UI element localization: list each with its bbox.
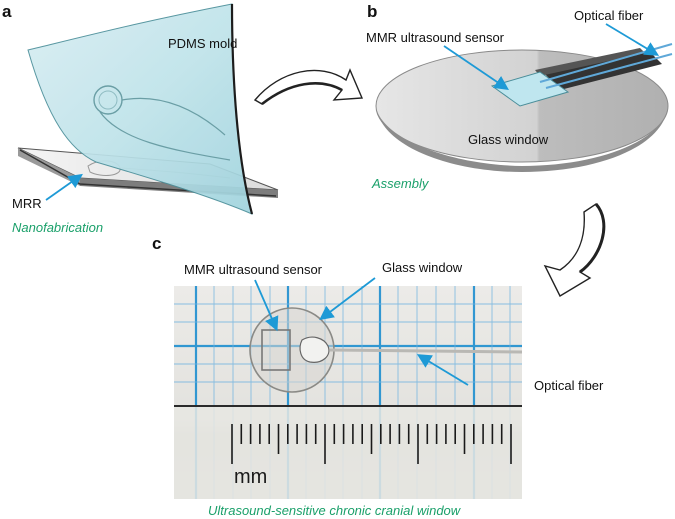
- label-mrr: MRR: [12, 196, 42, 211]
- panel-letter-a: a: [2, 2, 12, 21]
- ruler-unit-label: mm: [234, 466, 268, 488]
- label-mmr-sensor-c: MMR ultrasound sensor: [184, 262, 322, 277]
- panel-letter-b: b: [367, 2, 378, 21]
- label-optical-fiber-b: Optical fiber: [574, 8, 644, 23]
- label-glass-window-b: Glass window: [468, 132, 549, 147]
- pointer-sensor-c: [254, 279, 279, 332]
- panel-b-illustration: [375, 43, 673, 172]
- label-glass-window-c: Glass window: [382, 260, 463, 275]
- mmr-sensor-chip: [490, 71, 570, 107]
- pointer-sensor-b: [443, 45, 509, 91]
- panel-c-photo: [174, 286, 523, 499]
- process-arrow-b-to-c: [543, 203, 606, 297]
- pointer-fiber-c: [416, 354, 469, 386]
- panel-a-illustration: [17, 3, 279, 215]
- label-optical-fiber-c: Optical fiber: [534, 378, 604, 393]
- caption-nanofabrication: Nanofabrication: [12, 220, 104, 235]
- caption-cranial-window: Ultrasound-sensitive chronic cranial win…: [208, 503, 461, 518]
- panel-letter-c: c: [152, 234, 162, 253]
- pointer-mrr-a: [45, 173, 83, 201]
- process-arrow-a-to-b: [253, 68, 364, 106]
- label-mmr-sensor-b: MMR ultrasound sensor: [366, 30, 504, 45]
- pointer-fiber-b: [605, 23, 660, 56]
- label-pdms-mold: PDMS mold: [168, 36, 238, 51]
- caption-assembly: Assembly: [372, 176, 429, 191]
- pointer-window-c: [319, 277, 376, 321]
